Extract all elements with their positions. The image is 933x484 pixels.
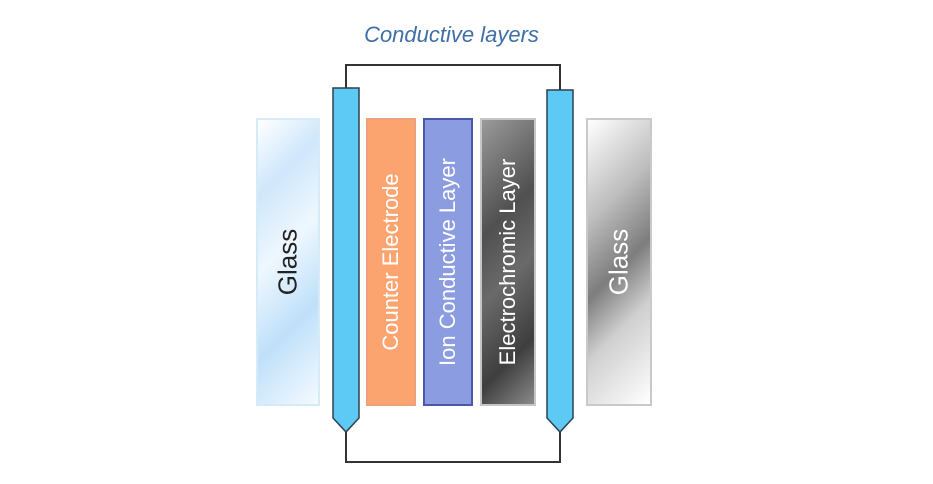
diagram-title: Conductive layers: [364, 22, 539, 47]
counter-electrode-layer: Counter Electrode: [366, 118, 416, 406]
counter-electrode-label: Counter Electrode: [378, 173, 403, 351]
electrochromic-layer: Electrochromic Layer: [480, 118, 536, 406]
glass-left-label: Glass: [272, 228, 303, 296]
ion-conductive-label: Ion Conductive Layer: [435, 158, 460, 366]
ion-conductive-layer: Ion Conductive Layer: [423, 118, 473, 406]
bottom-wire: [345, 432, 561, 463]
glass-layer-right: Glass: [586, 118, 652, 406]
conductive-layer-right: [546, 89, 574, 434]
glass-right-label: Glass: [603, 228, 634, 296]
top-wire: [345, 64, 561, 92]
conductive-layer-left: [332, 87, 360, 434]
glass-layer-left: Glass: [256, 118, 320, 406]
electrochromic-label: Electrochromic Layer: [495, 158, 520, 366]
